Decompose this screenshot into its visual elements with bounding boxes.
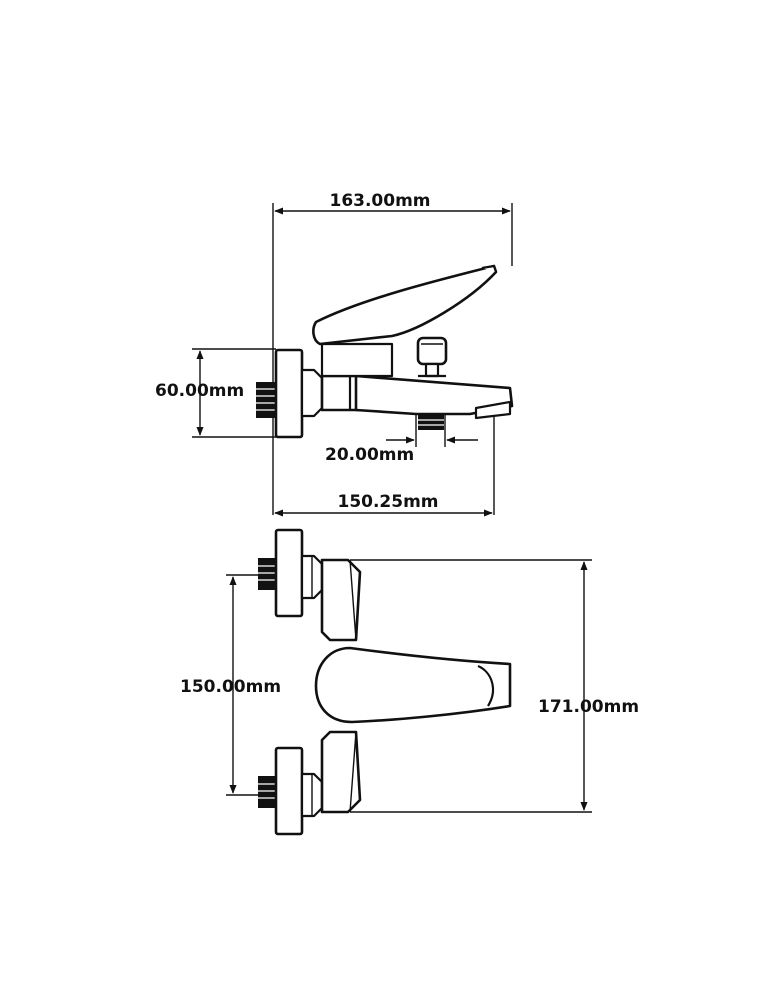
front-body	[320, 558, 362, 642]
side-cartridge-cap	[320, 342, 394, 378]
front-top-inlet	[258, 528, 324, 618]
side-lever-handle	[312, 264, 498, 346]
dim-label-163: 163.00mm	[329, 191, 430, 211]
side-inlet-thread	[256, 382, 276, 418]
side-view: 163.00mm 60.00mm 20.00mm 150.25mm	[155, 191, 514, 517]
side-body	[320, 374, 362, 412]
side-diverter-knob	[416, 336, 448, 378]
side-connector	[300, 368, 324, 418]
front-view: 150.00mm 171.00mm	[180, 528, 639, 836]
dim-label-150: 150.00mm	[180, 677, 281, 697]
dim-label-60: 60.00mm	[155, 381, 244, 401]
side-aerator	[418, 414, 444, 430]
dim-label-20: 20.00mm	[325, 445, 414, 465]
front-lever-handle	[314, 646, 512, 724]
side-flange	[274, 348, 304, 439]
side-spout	[354, 374, 514, 416]
front-bottom-inlet	[258, 746, 324, 836]
dim-label-171: 171.00mm	[538, 697, 639, 717]
dim-label-150-25: 150.25mm	[337, 492, 438, 512]
